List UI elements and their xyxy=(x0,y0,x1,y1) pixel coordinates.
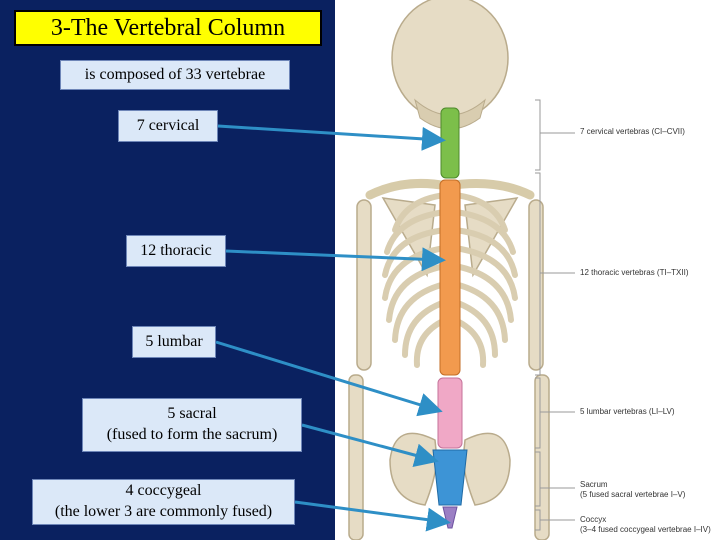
label-sacral: 5 sacral (fused to form the sacrum) xyxy=(82,398,302,452)
label-thoracic-text: 12 thoracic xyxy=(140,241,212,259)
figure-label-coccyx-line1: Coccyx xyxy=(580,515,607,524)
label-cervical-text: 7 cervical xyxy=(136,116,200,134)
right-forearm xyxy=(534,374,550,540)
left-ilium xyxy=(389,432,438,506)
sacrum xyxy=(432,449,468,506)
vertebral-column xyxy=(432,107,468,529)
label-sacral-line2: (fused to form the sacrum) xyxy=(106,426,278,443)
left-forearm xyxy=(348,374,364,540)
label-coccygeal: 4 coccygeal (the lower 3 are commonly fu… xyxy=(32,479,295,525)
cervical-vertebrae xyxy=(440,107,460,179)
figure-label-coccyx-line2: (3–4 fused coccygeal vertebrae I–IV) xyxy=(580,525,711,534)
label-lumbar: 5 lumbar xyxy=(132,326,216,358)
figure-label-lumbar: 5 lumbar vertebras (LI–LV) xyxy=(580,407,675,417)
label-cervical: 7 cervical xyxy=(118,110,218,142)
label-thoracic: 12 thoracic xyxy=(126,235,226,267)
figure-label-sacrum: Sacrum (5 fused sacral vertebrae I–V) xyxy=(580,480,685,500)
figure-label-lumbar-text: 5 lumbar vertebras (LI–LV) xyxy=(580,407,675,416)
label-coccygeal-line2: (the lower 3 are commonly fused) xyxy=(54,503,273,520)
figure-label-coccyx: Coccyx (3–4 fused coccygeal vertebrae I–… xyxy=(580,515,711,535)
subtitle-box: is composed of 33 vertebrae xyxy=(60,60,290,90)
label-sacral-line1: 5 sacral xyxy=(167,405,217,423)
right-humerus xyxy=(528,199,544,371)
coccyx xyxy=(442,506,458,529)
thoracic-vertebrae xyxy=(439,179,461,376)
region-brackets xyxy=(535,99,575,531)
lumbar-vertebrae xyxy=(437,377,463,449)
label-coccygeal-line1: 4 coccygeal xyxy=(125,482,202,500)
figure-label-sacrum-line2: (5 fused sacral vertebrae I–V) xyxy=(580,490,686,499)
figure-label-cervical: 7 cervical vertebras (CI–CVII) xyxy=(580,127,685,137)
skull xyxy=(391,0,509,121)
figure-label-thoracic-text: 12 thoracic vertebras (TI–TXII) xyxy=(580,268,689,277)
label-lumbar-text: 5 lumbar xyxy=(145,332,203,350)
left-humerus xyxy=(356,199,372,371)
right-ilium xyxy=(462,432,511,506)
figure-label-cervical-text: 7 cervical vertebras (CI–CVII) xyxy=(580,127,685,136)
figure-label-sacrum-line1: Sacrum xyxy=(580,480,608,489)
page-title: 3-The Vertebral Column xyxy=(14,10,322,46)
figure-label-thoracic: 12 thoracic vertebras (TI–TXII) xyxy=(580,268,688,278)
